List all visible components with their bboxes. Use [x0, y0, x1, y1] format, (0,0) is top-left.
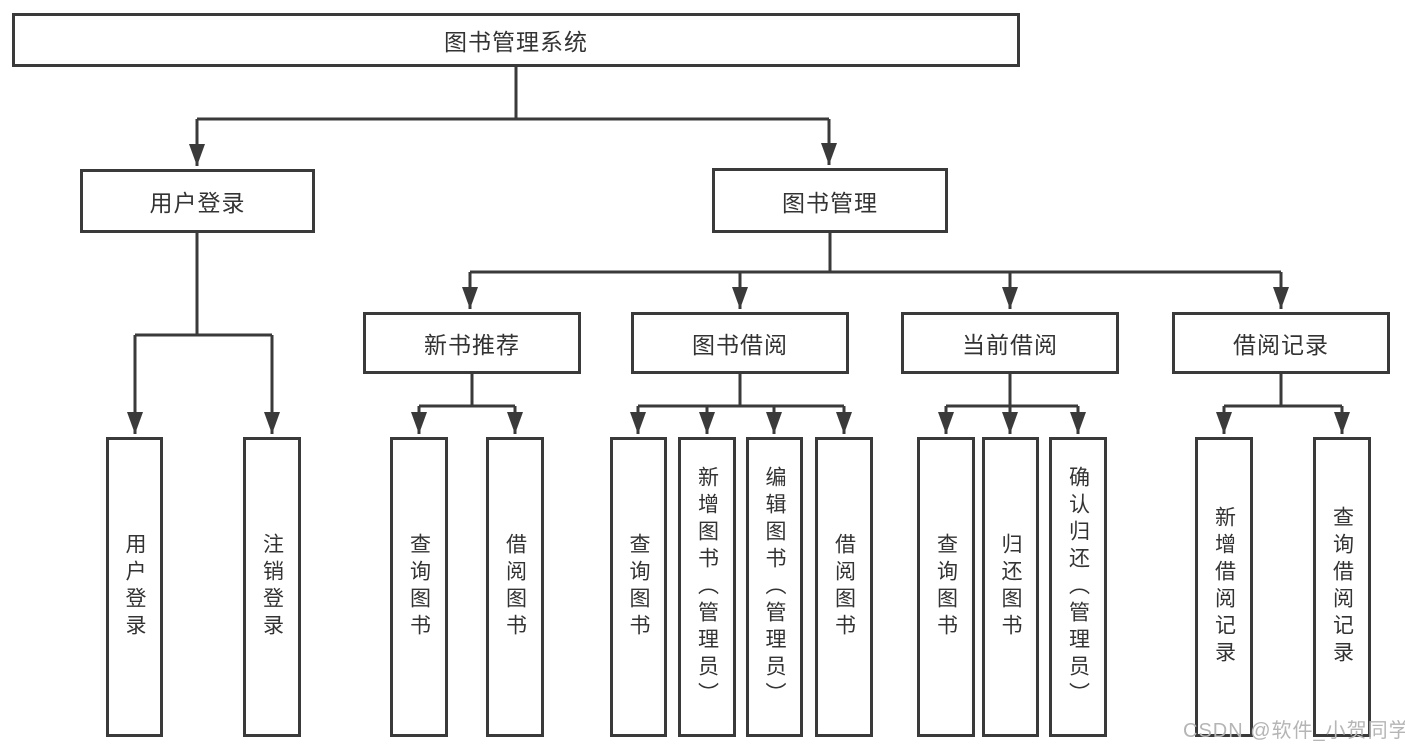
node-user-login-leaf: 用户登录: [106, 437, 163, 737]
connector-new-book-recommend: [411, 374, 523, 434]
node-nbr-borrow-books: 借阅图书: [486, 437, 544, 737]
watermark: CSDN @软件_小贺同学: [1183, 720, 1405, 742]
node-label: 查询图书: [407, 533, 431, 641]
connector-book-management: [462, 233, 1289, 309]
node-label: 借阅图书: [503, 533, 527, 641]
node-current-borrowing: 当前借阅: [901, 312, 1119, 374]
connector-book-borrowing: [630, 374, 852, 434]
node-label: 归还图书: [999, 533, 1023, 641]
node-bb-query-books: 查询图书: [610, 437, 667, 737]
node-label: 查询图书: [934, 533, 958, 641]
node-br-query-record: 查询借阅记录: [1313, 437, 1371, 737]
node-label: 编辑图书（管理员）: [763, 465, 787, 709]
node-label: 借阅图书: [832, 533, 856, 641]
node-label: 注销登录: [260, 533, 284, 641]
node-book-borrowing: 图书借阅: [631, 312, 849, 374]
connector-borrowing-records: [1216, 374, 1350, 434]
node-bb-borrow-books: 借阅图书: [815, 437, 873, 737]
node-br-add-record: 新增借阅记录: [1195, 437, 1253, 737]
node-bb-edit-books-admin: 编辑图书（管理员）: [746, 437, 803, 737]
node-label: 查询图书: [627, 533, 651, 641]
node-label: 新增借阅记录: [1212, 506, 1236, 668]
node-root: 图书管理系统: [12, 13, 1020, 67]
node-label: 新增图书（管理员）: [695, 465, 719, 709]
node-cb-return-books: 归还图书: [982, 437, 1039, 737]
connector-current-borrowing: [938, 374, 1086, 434]
node-nbr-query-books: 查询图书: [390, 437, 448, 737]
node-label: 用户登录: [123, 533, 147, 641]
node-user-login: 用户登录: [80, 169, 315, 233]
node-book-management: 图书管理: [712, 168, 948, 233]
node-cb-query-books: 查询图书: [917, 437, 975, 737]
connector-root: [189, 67, 837, 166]
node-bb-add-books-admin: 新增图书（管理员）: [678, 437, 736, 737]
node-cb-confirm-return-admin: 确认归还（管理员）: [1049, 437, 1107, 737]
node-label: 查询借阅记录: [1330, 506, 1354, 668]
node-borrowing-records: 借阅记录: [1172, 312, 1390, 374]
node-logout: 注销登录: [243, 437, 301, 737]
node-label: 确认归还（管理员）: [1066, 465, 1090, 709]
node-new-book-recommend: 新书推荐: [363, 312, 581, 374]
connector-user-login: [127, 233, 280, 434]
